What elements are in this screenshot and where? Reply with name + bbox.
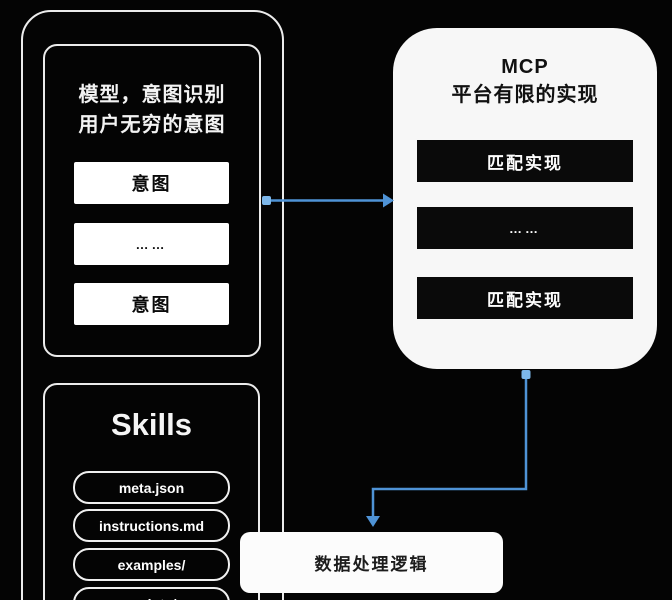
arrow-down-icon [366,516,380,527]
match-box-2-label: 匹配实现 [487,290,563,310]
mcp-panel: MCP 平台有限的实现 匹配实现 …… 匹配实现 [393,28,657,369]
model-section-title: 模型，意图识别 用户无穷的意图 [45,80,259,140]
skills-section: Skills meta.json instructions.md example… [43,383,260,600]
mcp-title-line1: MCP [501,56,549,78]
intent-ellipsis-label: …… [135,236,168,252]
match-box-2: 匹配实现 [417,277,633,319]
match-box-1-label: 匹配实现 [487,153,563,173]
skill-pill-examples: examples/ [73,548,230,581]
connector-mcp-to-data-box [366,370,531,527]
skill-pill-meta-json: meta.json [73,471,230,504]
data-processing-label: 数据处理逻辑 [314,555,429,574]
intent-box-1-label: 意图 [131,174,172,194]
mcp-panel-title: MCP 平台有限的实现 [393,53,657,109]
data-processing-box: 数据处理逻辑 [240,532,503,593]
match-ellipsis-box: …… [417,207,633,249]
intent-box-1: 意图 [74,162,229,204]
left-panel: 模型，意图识别 用户无穷的意图 意图 …… 意图 Skills meta.jso… [21,10,284,600]
match-box-1: 匹配实现 [417,140,633,182]
intent-box-2: 意图 [74,283,229,325]
skill-pill-instructions-md-label: instructions.md [98,517,204,534]
skill-pill-scripts-label: scripts/ [127,596,177,600]
skill-pill-instructions-md: instructions.md [73,509,230,542]
skill-pill-scripts: scripts/ [73,587,230,600]
skills-title: Skills [111,407,192,442]
match-ellipsis-label: …… [509,220,541,236]
model-title-line1: 模型，意图识别 [78,84,226,106]
connector-source-dot-icon [521,370,531,379]
intent-ellipsis-box: …… [74,223,229,265]
model-section: 模型，意图识别 用户无穷的意图 意图 …… 意图 [43,44,261,357]
model-title-line2: 用户无穷的意图 [78,114,226,136]
intent-box-2-label: 意图 [131,295,172,315]
skill-pill-examples-label: examples/ [117,556,186,573]
skill-pill-meta-json-label: meta.json [118,479,185,496]
mcp-title-line2: 平台有限的实现 [451,84,599,106]
